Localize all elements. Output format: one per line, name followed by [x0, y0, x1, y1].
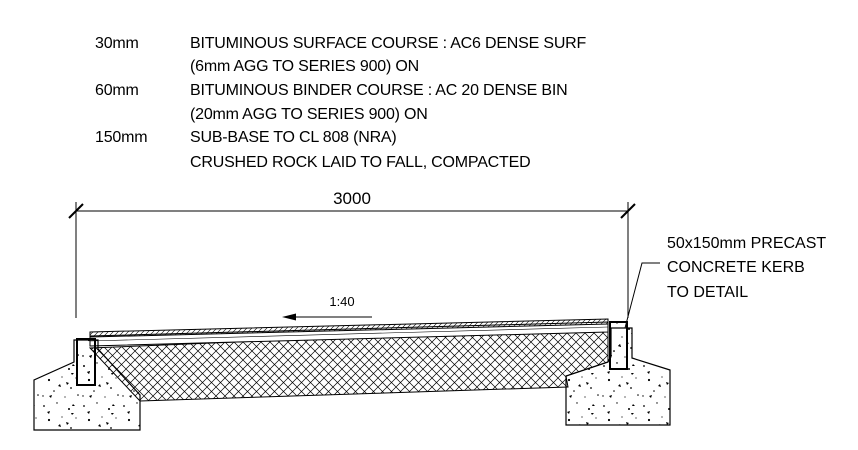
- spec-binder-course-line2: (20mm AGG TO SERIES 900) ON: [190, 106, 428, 123]
- kerb-left: [76, 338, 96, 386]
- spec-surface-course-line1: BITUMINOUS SURFACE COURSE : AC6 DENSE SU…: [190, 35, 587, 52]
- dimension-tick-left: [68, 203, 84, 219]
- dimension-3000: 3000: [68, 189, 636, 318]
- spec-subbase-line1: SUB-BASE TO CL 808 (NRA): [190, 129, 397, 146]
- spec-binder-course-line1: BITUMINOUS BINDER COURSE : AC 20 DENSE B…: [190, 82, 568, 99]
- kerb-note-line2: CONCRETE KERB: [667, 259, 805, 276]
- kerb-note-line3: TO DETAIL: [667, 284, 748, 301]
- kerb-note: 50x150mm PRECAST CONCRETE KERB TO DETAIL: [624, 235, 826, 329]
- surface-course-layer: [89, 318, 609, 338]
- dimension-value: 3000: [333, 189, 371, 208]
- slope-arrow-head: [282, 313, 296, 321]
- dimension-tick-right: [620, 203, 636, 219]
- spec-thickness-subbase: 150mm: [95, 129, 148, 146]
- binder-course-inner-line: [89, 326, 609, 342]
- slope-label: 1:40: [329, 294, 354, 309]
- slope-indicator: 1:40: [282, 294, 372, 321]
- kerb-leader-line: [624, 262, 660, 329]
- spec-surface-course-line2: (6mm AGG TO SERIES 900) ON: [190, 58, 419, 75]
- spec-thickness-binder: 60mm: [95, 82, 139, 99]
- kerb-note-line1: 50x150mm PRECAST: [667, 235, 826, 252]
- spec-subbase-line2: CRUSHED ROCK LAID TO FALL, COMPACTED: [190, 154, 531, 171]
- kerb-right: [609, 321, 628, 370]
- spec-thickness-surface: 30mm: [95, 35, 139, 52]
